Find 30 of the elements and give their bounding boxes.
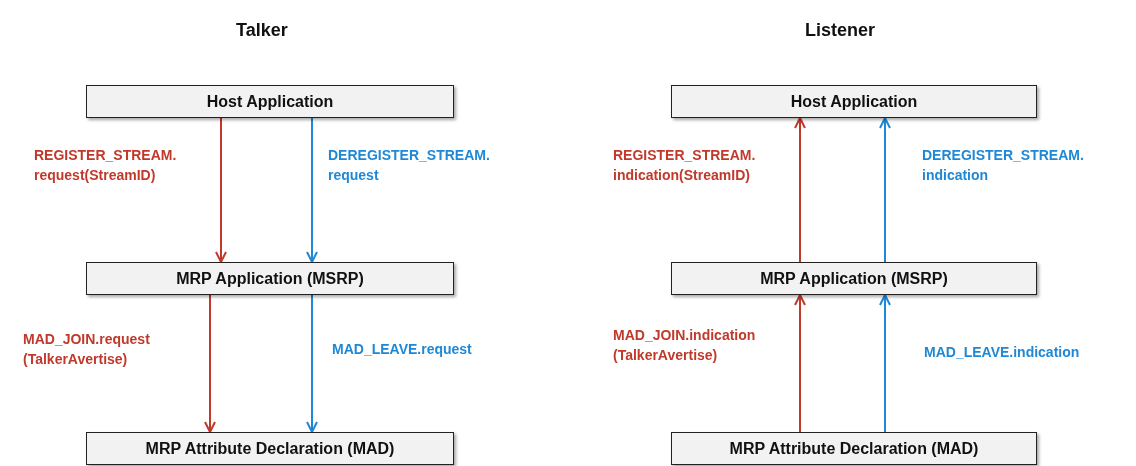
process-box xyxy=(671,85,1037,118)
process-box xyxy=(671,262,1037,295)
box-label: Host Application xyxy=(790,92,918,111)
arrow xyxy=(306,117,318,263)
edge-label: DEREGISTER_STREAM. request xyxy=(328,146,491,185)
edge-label: DEREGISTER_STREAM. indication xyxy=(922,146,1085,185)
edge-label: MAD_LEAVE.indication xyxy=(924,343,1080,362)
process-box xyxy=(86,85,454,118)
process-box xyxy=(86,262,454,295)
arrow xyxy=(794,294,806,433)
column-title: Listener xyxy=(805,20,876,41)
edge-label: MAD_JOIN.request (TalkerAvertise) xyxy=(23,330,151,369)
box-label: MRP Attribute Declaration (MAD) xyxy=(729,439,979,458)
box-label: Host Application xyxy=(206,92,334,111)
edge-label: MAD_LEAVE.request xyxy=(332,340,472,359)
arrow xyxy=(879,117,891,263)
arrow xyxy=(794,117,806,263)
arrow xyxy=(879,294,891,433)
edge-label: REGISTER_STREAM. request(StreamID) xyxy=(34,146,178,185)
edge-label: MAD_JOIN.indication (TalkerAvertise) xyxy=(613,326,757,365)
box-label: MRP Application (MSRP) xyxy=(760,269,948,288)
arrow xyxy=(215,117,227,263)
column-title: Talker xyxy=(236,20,288,41)
box-label: MRP Application (MSRP) xyxy=(176,269,364,288)
process-box xyxy=(671,432,1037,465)
box-label: MRP Attribute Declaration (MAD) xyxy=(145,439,395,458)
arrow xyxy=(204,294,216,433)
edge-label: REGISTER_STREAM. indication(StreamID) xyxy=(613,146,757,185)
arrow xyxy=(306,294,318,433)
process-box xyxy=(86,432,454,465)
